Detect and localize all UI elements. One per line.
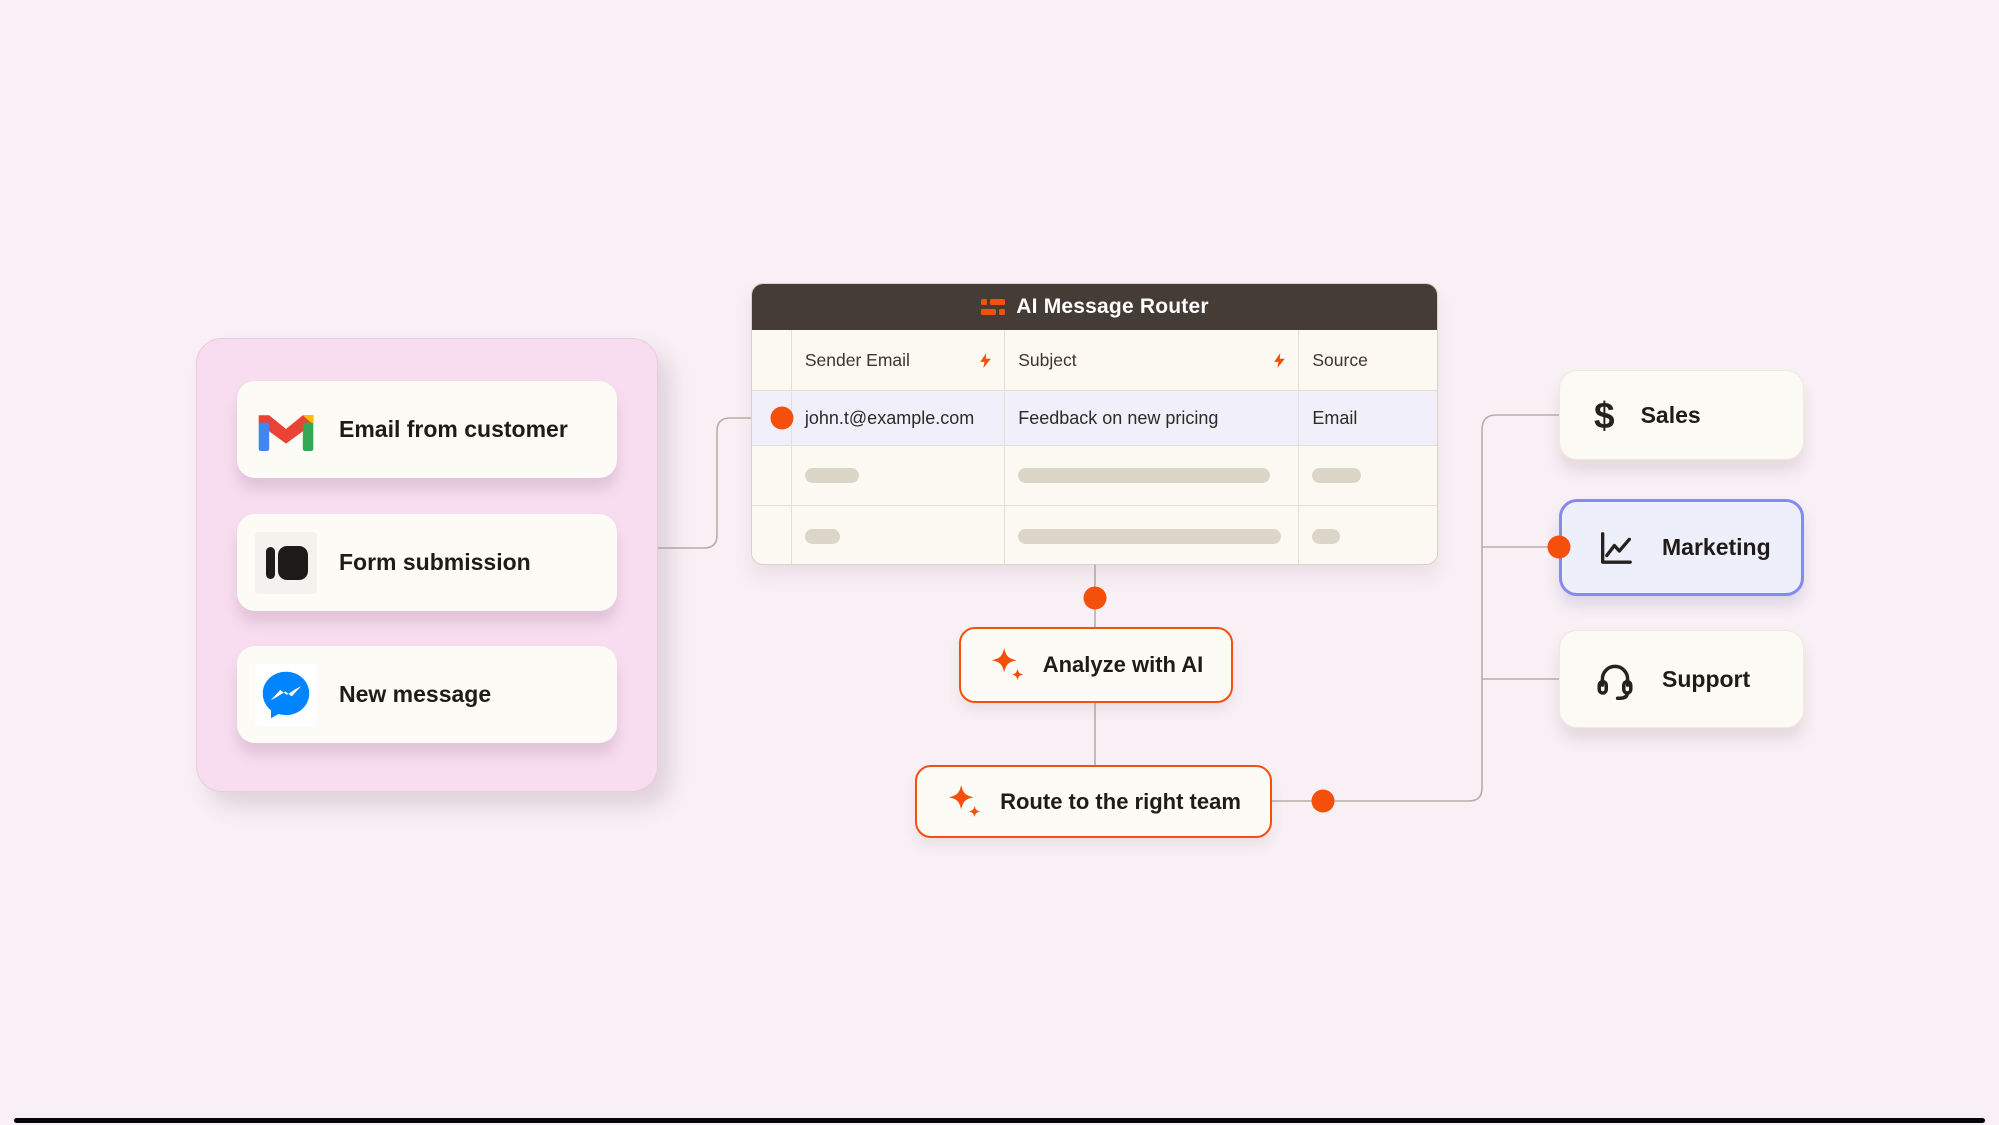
analyze-step-button[interactable]: Analyze with AI	[959, 627, 1233, 703]
team-label: Sales	[1640, 401, 1701, 428]
placeholder-pill	[1312, 468, 1362, 483]
column-subject[interactable]: Subject	[1005, 330, 1300, 390]
connection-dot-marketing	[1547, 535, 1571, 559]
table-column-headers: Sender Email Subject Source	[752, 330, 1437, 391]
row-handle-column	[752, 330, 792, 390]
gmail-icon	[255, 399, 317, 461]
column-label: Source	[1312, 349, 1368, 370]
column-label: Subject	[1018, 349, 1077, 370]
table-row-active[interactable]: john.t@example.com Feedback on new prici…	[752, 391, 1437, 446]
dollar-icon: $	[1594, 394, 1615, 436]
cell-sender-email: john.t@example.com	[792, 391, 1006, 445]
step-label: Route to the right team	[1000, 788, 1241, 814]
form-icon	[255, 531, 317, 594]
source-card-email[interactable]: Email from customer	[237, 381, 617, 478]
connection-dot-row	[770, 406, 794, 430]
sources-panel: Email from customer Form submission New …	[196, 338, 658, 792]
cell-subject: Feedback on new pricing	[1005, 391, 1300, 445]
placeholder-pill	[1312, 528, 1341, 544]
step-label: Analyze with AI	[1042, 652, 1204, 677]
team-label: Support	[1662, 665, 1751, 692]
column-source[interactable]: Source	[1299, 330, 1437, 390]
route-step-button[interactable]: Route to the right team	[915, 765, 1272, 838]
ai-lightning-icon	[1271, 352, 1288, 369]
team-label: Marketing	[1662, 534, 1771, 560]
messenger-icon	[255, 663, 317, 726]
team-card-sales[interactable]: $ Sales	[1559, 370, 1804, 460]
source-label: New message	[339, 681, 492, 707]
placeholder-pill	[804, 528, 840, 544]
column-sender-email[interactable]: Sender Email	[792, 330, 1006, 390]
table-row-placeholder	[752, 446, 1437, 506]
source-label: Form submission	[339, 549, 531, 575]
placeholder-pill	[1018, 528, 1282, 544]
ai-lightning-icon	[977, 352, 994, 369]
team-card-support[interactable]: Support	[1559, 630, 1804, 728]
placeholder-pill	[804, 468, 859, 483]
tables-icon	[980, 298, 1006, 316]
cell-source: Email	[1312, 407, 1358, 428]
source-card-form[interactable]: Form submission	[237, 514, 617, 611]
router-table-header: AI Message Router	[752, 284, 1437, 330]
source-card-message[interactable]: New message	[237, 646, 617, 743]
router-table: AI Message Router Sender Email Subject S…	[751, 283, 1438, 565]
line-chart-icon	[1596, 528, 1636, 568]
column-label: Sender Email	[804, 349, 910, 370]
team-card-marketing[interactable]: Marketing	[1559, 499, 1804, 596]
connection-dot-analyze	[1083, 586, 1107, 610]
bottom-divider-bar	[14, 1118, 1985, 1123]
ai-sparkle-icon	[946, 783, 984, 821]
ai-sparkle-icon	[989, 646, 1027, 684]
source-label: Email from customer	[339, 416, 568, 442]
table-row-placeholder	[752, 506, 1437, 564]
placeholder-pill	[1018, 468, 1271, 483]
headset-icon	[1594, 658, 1636, 700]
table-title: AI Message Router	[1016, 295, 1209, 318]
connection-dot-route	[1311, 789, 1335, 813]
